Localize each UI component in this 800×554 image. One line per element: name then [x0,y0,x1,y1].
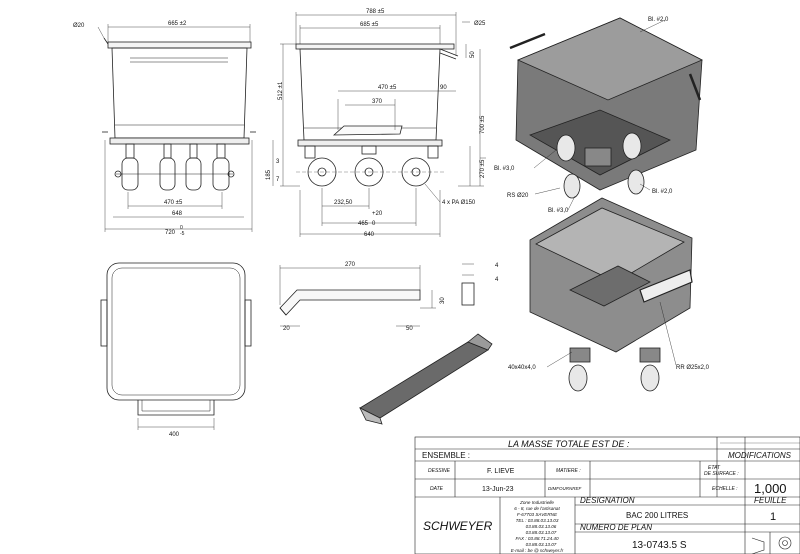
tb-date-label: DATE [430,486,444,492]
dim-tol-plus20: +20 [372,211,383,217]
dim-648: 648 [172,211,183,217]
dim-720: 720 [165,230,176,236]
tb-feuille-label: FEUILLE [754,496,787,505]
tb-matiere-label: MATIERE : [556,468,581,474]
iso-bin-upright [529,197,693,392]
dim-chute-50: 50 [406,326,413,332]
dim-185: 185 [266,169,272,180]
tb-address: Zone Industrielle 6 - 8, rue de l'artisa… [511,500,564,553]
title-block [414,436,800,554]
dim-dia20: Ø20 [73,23,85,29]
dim-chute-270: 270 [345,262,356,268]
dim-640: 640 [364,232,375,238]
label-bl30-left: Bl. #3,0 [494,166,515,172]
dim-270: 270 ±5 [480,159,486,178]
svg-text:F-67703 SAVERNE: F-67703 SAVERNE [517,512,558,517]
svg-text:Zone Industrielle: Zone Industrielle [519,500,554,505]
chute-iso [359,333,493,425]
label-bl20-right: Bl. #2,0 [652,189,673,195]
svg-text:03.88.03.13.07: 03.88.03.13.07 [526,530,557,535]
dim-720-tol: 0 [180,225,183,231]
side-view [272,12,486,237]
dim-465: 465 [358,221,369,227]
dim-chute-4b: 4 [495,277,499,283]
label-bl20-top: Bl. #2,0 [648,17,669,23]
tb-echelle-label: ECHELLE : [712,486,738,492]
iso-top-leaders [533,19,666,211]
tb-feuille-value: 1 [770,511,776,523]
svg-text:E-mail : be @ schweyer.fr: E-mail : be @ schweyer.fr [511,548,564,553]
tb-designation-label: DESIGNATION [580,496,635,505]
svg-text:03.88.03.13.07: 03.88.03.13.07 [526,542,557,547]
tb-echelle-value: 1,000 [754,481,787,496]
dim-512: 512 ±1 [278,81,284,100]
chute-detail [279,263,475,327]
label-rr25: RR Ø25x2,0 [676,365,710,371]
dim-wheels: 4 x PA Ø150 [442,200,476,206]
dim-665: 665 ±2 [168,21,187,27]
dim-50: 50 [470,51,476,58]
svg-text:6 - 8, rue de l'artisanat: 6 - 8, rue de l'artisanat [514,506,560,511]
tb-mass: LA MASSE TOTALE EST DE : [508,439,630,449]
dim-chute-30: 30 [440,297,446,304]
svg-text:FAX : 03.88.71.24.40: FAX : 03.88.71.24.40 [515,536,559,541]
dim-720-tol2: -5 [180,231,185,237]
tb-date-value: 13-Jun-23 [482,486,514,493]
tb-etat-label2: DE SURFACE : [704,471,739,477]
label-tube40: 40x40x4,0 [508,365,536,371]
dim-700: 700 ±5 [480,115,486,134]
front-view [97,24,256,232]
dim-tol-0: 0 [372,221,376,227]
dim-side-470: 470 ±5 [378,85,397,91]
tb-designation-value: BAC 200 LITRES [626,511,688,520]
tb-dessine-label: DESSINE [428,468,451,474]
dim-chute-4a: 4 [495,263,499,269]
dim-7: 7 [276,177,280,183]
dim-232: 232,50 [334,200,353,206]
tb-ensemble: ENSEMBLE : [422,451,470,460]
tb-numero-value: 13-0743.5 S [632,540,687,551]
label-rs20: RS Ø20 [507,193,529,199]
dim-dia25: Ø25 [474,21,486,27]
tb-etat-label: ETAT [708,465,721,471]
svg-text:TEL : 03.88.03.13.03: TEL : 03.88.03.13.03 [516,518,559,523]
iso-bin-underside [509,17,703,199]
tb-modifications: MODIFICATIONS [728,451,792,460]
dim-3: 3 [276,159,280,165]
dim-685: 685 ±5 [360,22,379,28]
tb-numero-label: NUMERO DE PLAN [580,523,652,532]
iso-bottom-leaders [546,301,677,368]
tb-dimfournref-label: DIMFOURNREF [548,486,581,491]
dim-400: 400 [169,432,180,438]
dim-370: 370 [372,99,383,105]
tb-company: SCHWEYER [423,519,493,533]
svg-text:03.88.03.13.06: 03.88.03.13.06 [526,524,557,529]
dim-788: 788 ±5 [366,9,385,15]
dim-front-470: 470 ±5 [164,200,183,206]
label-bl30-bottom: Bl. #3,0 [548,208,569,214]
tb-dessine-value: F. LIEVE [487,468,515,475]
top-view [100,262,252,430]
dim-90: 90 [440,85,447,91]
dim-chute-20: 20 [283,326,290,332]
